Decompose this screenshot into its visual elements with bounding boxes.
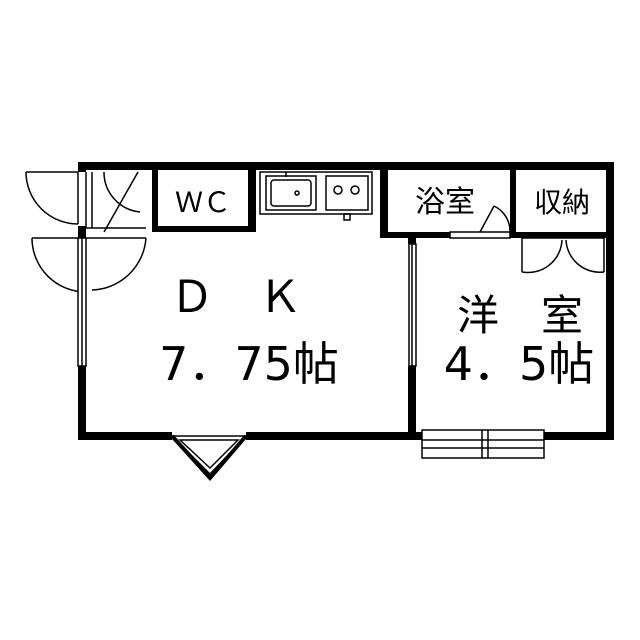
bath-label: 浴室 (415, 185, 475, 220)
bay-window (170, 434, 248, 482)
western-window (421, 429, 545, 459)
sink-icon (265, 175, 317, 211)
partition-sliding-door (408, 243, 417, 367)
western-size-label: 4．5帖 (444, 337, 595, 391)
dk-name-label: Ｄ Ｋ (170, 272, 302, 323)
storage-doors (521, 237, 605, 274)
outer-walls (78, 162, 614, 440)
entrance-doors (25, 171, 147, 293)
western-name-label: 洋 室 (457, 291, 583, 340)
interior-walls (152, 166, 610, 436)
stove-icon (325, 175, 369, 211)
dk-side-window (77, 237, 87, 367)
wc-label: ＷＣ (175, 186, 231, 219)
kitchen-counter (259, 171, 373, 221)
dk-size-label: 7．75帖 (159, 337, 339, 391)
storage-label: 収納 (534, 186, 590, 219)
bath-door (449, 205, 511, 239)
